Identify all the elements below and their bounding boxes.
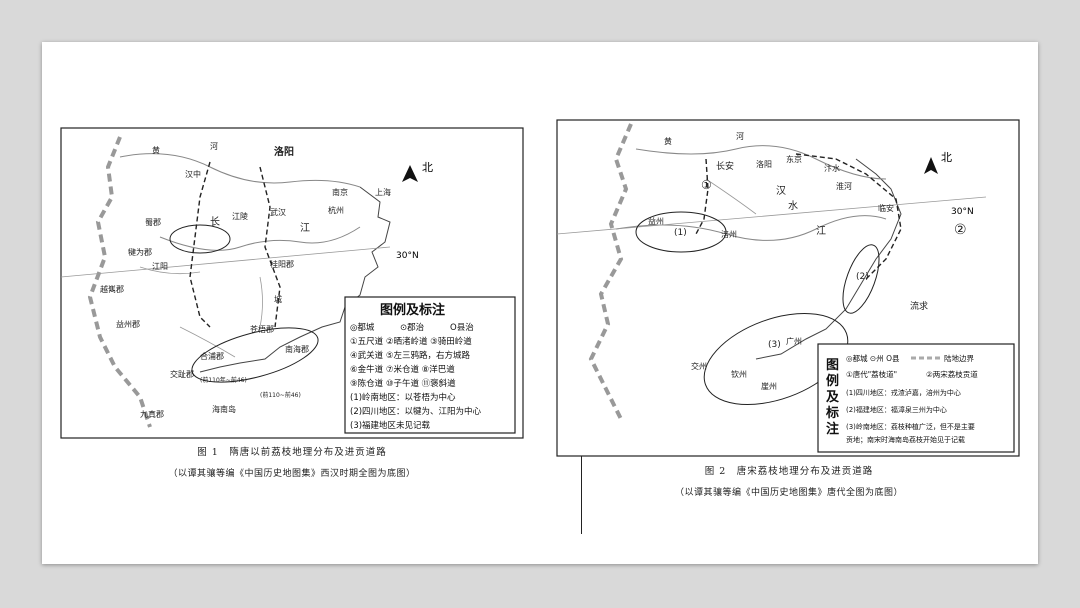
figure2-label-huanghe: 黄 [664, 136, 672, 146]
figure1-label-chang: 长 [210, 216, 220, 228]
figure2-legend-route1: ①唐代"荔枝道" [846, 369, 897, 379]
figure2-region-marker-3: (3) [768, 340, 781, 350]
figure1-legend-title: 图例及标注 [380, 302, 445, 318]
figure1-annotation-right: (前110~前46) [260, 391, 301, 399]
figure2-caption-source: （以谭其骧等编《中国历史地图集》唐代全图为底图） [674, 488, 903, 498]
figure1-label-jiang: 江 [300, 222, 310, 234]
figure2-label-luoyang: 洛阳 [756, 159, 772, 169]
figure1-label-yizhou: 益州郡 [116, 319, 140, 329]
figure1-legend-symbol-1: ⊙郡治 [400, 322, 425, 333]
figure1-label-he: 河 [210, 141, 218, 151]
figure2-caption-title: 图 2 唐宋荔枝地理分布及进贡道路 [704, 466, 874, 477]
document-page: 北 30°N 黄 河 洛阳 南京 上海 武汉 杭州 江 长 汉中 蜀郡 犍为郡 … [42, 42, 1038, 564]
figure1-legend-row-5: (2)四川地区：以犍为、江阳为中心 [350, 406, 482, 417]
figure1-label-shujun: 蜀郡 [145, 217, 161, 227]
figure2-legend-vertical-1: 例 [826, 373, 839, 389]
figure2-label-yazhou: 崖州 [761, 382, 777, 391]
figure2-label-jiang: 江 [816, 225, 826, 237]
figure2-label-dongjing: 东京 [786, 154, 802, 164]
figure2-label-guangzhou: 广州 [786, 336, 802, 346]
figure1-legend-symbol-0: ◎都城 [350, 323, 375, 333]
figure2-map: 北 30°N 黄 河 长安 洛阳 东京 汴水 淮河 汉 水 江 临安 益州 涪州… [556, 119, 1022, 459]
figure1-legend-row-0: ①五尺道 ②晒渚岭道 ③骑田岭道 [350, 336, 472, 347]
figure1-legend-row-3: ⑨陈仓道 ⑩子午道 ⑪褒斜道 [350, 378, 456, 389]
figure1-legend-row-4: (1)岭南地区：以苍梧为中心 [350, 392, 456, 403]
figure1-latitude-label: 30°N [396, 251, 419, 261]
figure1-label-jiangling: 江陵 [232, 212, 248, 221]
figure1-label-cangwu: 苍梧郡 [250, 324, 274, 334]
figure2-label-liuqiu: 流求 [910, 300, 928, 312]
figure1-label-guiyang: 桂阳郡 [270, 259, 294, 269]
figure1-caption: 图 1 隋唐以前荔枝地理分布及进贡道路 （以谭其骧等编《中国历史地图集》西汉时期… [60, 444, 524, 479]
figure2-label-shui: 水 [788, 200, 798, 212]
figure2-label-jiaozhou: 交州 [691, 361, 707, 371]
figure2-legend-vertical-2: 及 [826, 390, 840, 405]
figure2-region-marker-2: (2) [856, 272, 869, 282]
figure2-north-label: 北 [941, 151, 952, 164]
figure1-caption-title: 图 1 隋唐以前荔枝地理分布及进贡道路 [197, 447, 387, 458]
figure1-label-cheng: 城 [274, 295, 282, 304]
figure1-legend-row-6: (3)福建地区未见记载 [350, 420, 431, 431]
figure1-legend-symbol-2: O县治 [450, 322, 474, 333]
figure1-label-hangzhou: 杭州 [328, 205, 344, 215]
figure1-legend-row-2: ⑥金牛道 ⑦米仓道 ⑧洋巴道 [350, 364, 455, 375]
figure2-label-fuzhou: 涪州 [721, 229, 737, 239]
figure2-route-marker-2: ② [954, 222, 967, 238]
figure1-label-hainan: 海南岛 [212, 404, 236, 414]
figure1-label-huanghe: 黄 [152, 145, 160, 155]
figure2-route-marker-1: ① [701, 178, 712, 192]
figure2-label-changan: 长安 [716, 160, 734, 172]
figure2-label-linan: 临安 [878, 203, 894, 213]
figure1-map: 北 30°N 黄 河 洛阳 南京 上海 武汉 杭州 江 长 汉中 蜀郡 犍为郡 … [60, 127, 524, 439]
figure1-north-label: 北 [422, 161, 433, 174]
figure1-label-yuesui: 越嶲郡 [100, 284, 124, 294]
figure2-region-marker-1: (1) [674, 228, 687, 238]
figure2-legend-row-3: 贡地；南宋时海南岛荔枝开始见于记载 [846, 435, 965, 444]
figure2-legend-vertical-4: 注 [826, 421, 839, 437]
figure2-legend-vertical-0: 图 [826, 358, 839, 373]
figure1-label-jianwei: 犍为郡 [128, 247, 152, 257]
figure2-label-huaihe: 淮河 [836, 181, 852, 191]
figure2-legend-route2: ②两宋荔枝贡道 [926, 369, 978, 379]
figure1-annotation-left: (前110年~前46) [200, 376, 247, 384]
figure1-label-nanjing: 南京 [332, 187, 348, 197]
figure1-label-wuhan: 武汉 [270, 207, 286, 217]
figure1-label-shanghai: 上海 [375, 187, 391, 197]
figure1-legend-row-1: ④武关道 ⑤左三鸦路，右方城路 [350, 350, 470, 361]
figure1-label-jiuzhen: 九真郡 [140, 409, 164, 419]
figure1-label-hepu: 合浦郡 [200, 351, 224, 361]
figure1-label-jiangyang: 江阳 [152, 262, 168, 271]
figure2-caption: 图 2 唐宋荔枝地理分布及进贡道路 （以谭其骧等编《中国历史地图集》唐代全图为底… [556, 463, 1022, 498]
figure2-legend-symbols: ◎都城 ⊙州 O县 [846, 354, 900, 363]
figure2-legend-row-1: (2)福建地区：福漳泉三州为中心 [846, 405, 947, 414]
figure2-legend: 图 例 及 标 注 ◎都城 ⊙州 O县 陆地边界 ①唐代"荔枝道" ②两宋荔枝贡… [817, 343, 1015, 453]
figure1-label-luoyang: 洛阳 [274, 145, 294, 158]
figure2-legend-border: 陆地边界 [944, 353, 974, 363]
figure1-label-nanhai: 南海郡 [285, 344, 309, 354]
figure2-legend-vertical-3: 标 [825, 405, 839, 421]
figure2-label-han: 汉 [776, 185, 786, 197]
figure1-legend: 图例及标注 ◎都城 ⊙郡治 O县治 ①五尺道 ②晒渚岭道 ③骑田岭道 ④武关道 … [344, 296, 516, 434]
figure2-latitude-label: 30°N [951, 207, 974, 217]
figure2-label-qinzhou: 钦州 [731, 369, 747, 379]
figure1-label-jiaozhi: 交趾郡 [170, 369, 194, 379]
figure2-label-bianshui: 汴水 [824, 163, 840, 173]
figure2-legend-row-0: (1)四川地区：戎渣泸嘉，涪州为中心 [846, 388, 961, 397]
figure1-caption-source: （以谭其骧等编《中国历史地图集》西汉时期全图为底图） [168, 469, 416, 479]
figure2-legend-row-2: (3)岭南地区：荔枝种植广泛，但不是主要 [846, 422, 975, 431]
figure2-label-he: 河 [736, 131, 744, 141]
figure2-label-yizhou: 益州 [648, 216, 664, 226]
figure1-label-hanzhong: 汉中 [185, 169, 201, 179]
